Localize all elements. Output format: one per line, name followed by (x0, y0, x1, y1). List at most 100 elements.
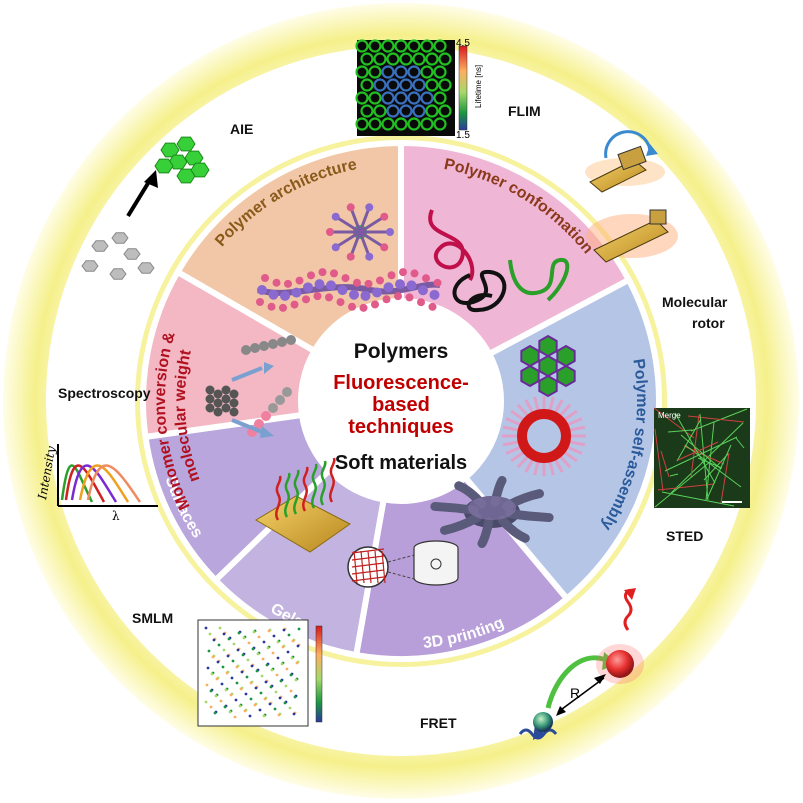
micelle-chain (516, 455, 529, 469)
smlm-localization (262, 640, 266, 644)
flim-cell (425, 78, 439, 92)
smlm-localization (271, 651, 275, 655)
micelle-chain (563, 450, 578, 463)
sted-fiber (690, 408, 748, 432)
micelle-chain (563, 409, 578, 422)
smlm-localization (219, 699, 223, 703)
star-arm-bead (380, 243, 389, 252)
technique-flim: FLIM (508, 103, 541, 119)
side-chain-bead (364, 279, 373, 288)
flim-cell (360, 52, 374, 66)
flim-cell (394, 39, 408, 53)
star-arm (358, 206, 371, 233)
side-chain-bead (284, 279, 292, 288)
flim-cell (381, 117, 395, 131)
micelle-chain (505, 417, 522, 427)
chain-bead (275, 395, 285, 405)
monomer-conversion-illustration (205, 335, 296, 438)
chain-bead (268, 403, 278, 413)
smlm-localization (278, 696, 282, 700)
smlm-localization (205, 683, 209, 687)
micelle-chain (505, 445, 522, 455)
smlm-localization (222, 648, 226, 652)
micelle-chain (569, 440, 586, 447)
flim-cell (368, 39, 382, 53)
smlm-localization (245, 675, 249, 679)
star-polymer-illustration (326, 203, 394, 261)
micelle-chain (559, 403, 572, 417)
flim-cell (433, 91, 447, 105)
micelle-chain (553, 399, 564, 414)
outer-ring-halo (135, 135, 667, 667)
smlm-localization (262, 714, 266, 718)
gel-strand (360, 550, 365, 584)
polymer-bead (314, 279, 325, 290)
side-chain-bead (382, 295, 391, 304)
sted-fiber (657, 483, 715, 491)
smlm-localization (260, 674, 264, 678)
chain-bead (241, 345, 251, 355)
sted-fiber (670, 422, 744, 494)
flim-cell (386, 104, 400, 118)
center-techniques: techniques (348, 416, 454, 438)
brush-chain (284, 472, 291, 518)
flim-cell (394, 91, 408, 105)
tentacle (505, 509, 554, 523)
flim-cell (360, 104, 374, 118)
technique-spectroscopy: Spectroscopy (58, 385, 151, 401)
flim-cell (373, 52, 387, 66)
side-chain-bead (267, 302, 276, 311)
smlm-localization (272, 634, 276, 638)
smlm-localization (204, 626, 208, 630)
smlm-localization (221, 665, 225, 669)
flim-image: 4.5 1.5 Lifetime [ns] (355, 38, 483, 141)
side-chain-bead (290, 300, 299, 309)
chain-bead (261, 411, 271, 421)
flim-cell (420, 117, 434, 131)
sted-fiber (654, 428, 664, 492)
tentacle (477, 517, 494, 549)
micelle-chain (533, 396, 540, 412)
side-chain-bead (325, 293, 333, 302)
smlm-localization (214, 694, 218, 698)
star-arm (334, 230, 361, 249)
technique-molecular-rotor-1: Molecular (662, 294, 728, 310)
smlm-localization (224, 688, 228, 692)
smlm-localization (263, 697, 267, 701)
smlm-localization (284, 684, 288, 688)
star-arm (359, 215, 386, 234)
flim-cell (381, 91, 395, 105)
chain-bead (254, 419, 264, 429)
smlm-localization (279, 679, 283, 683)
side-chain-bead (279, 303, 287, 312)
smlm-localization (239, 687, 243, 691)
technique-fret: FRET (420, 715, 457, 731)
fret-distance-label: R (570, 685, 580, 701)
micelle-chain (510, 409, 525, 422)
smlm-localization (206, 666, 210, 670)
sted-fiber (706, 444, 732, 500)
monomer-bead (221, 394, 231, 404)
monomer-bead (205, 394, 215, 404)
aie-cluster-cell (176, 136, 196, 152)
sted-fiber (699, 413, 709, 501)
side-chain-bead (302, 295, 310, 304)
flim-cell (407, 117, 421, 131)
smlm-localization (273, 707, 277, 711)
smlm-localization (275, 673, 279, 677)
spectrum-xlabel: λ (112, 509, 120, 523)
flim-cell (407, 65, 421, 79)
smlm-localization (282, 628, 286, 632)
smlm-localization (257, 635, 261, 639)
star-arm (349, 231, 362, 258)
smlm-localization (209, 689, 213, 693)
smlm-localization (218, 626, 222, 630)
smlm-localization (281, 645, 285, 649)
smlm-localization (254, 686, 258, 690)
micelle-chain (502, 440, 519, 447)
flim-cell (425, 52, 439, 66)
star-arm (349, 206, 362, 233)
smlm-localization (243, 709, 247, 713)
aie-molecule (123, 248, 141, 260)
